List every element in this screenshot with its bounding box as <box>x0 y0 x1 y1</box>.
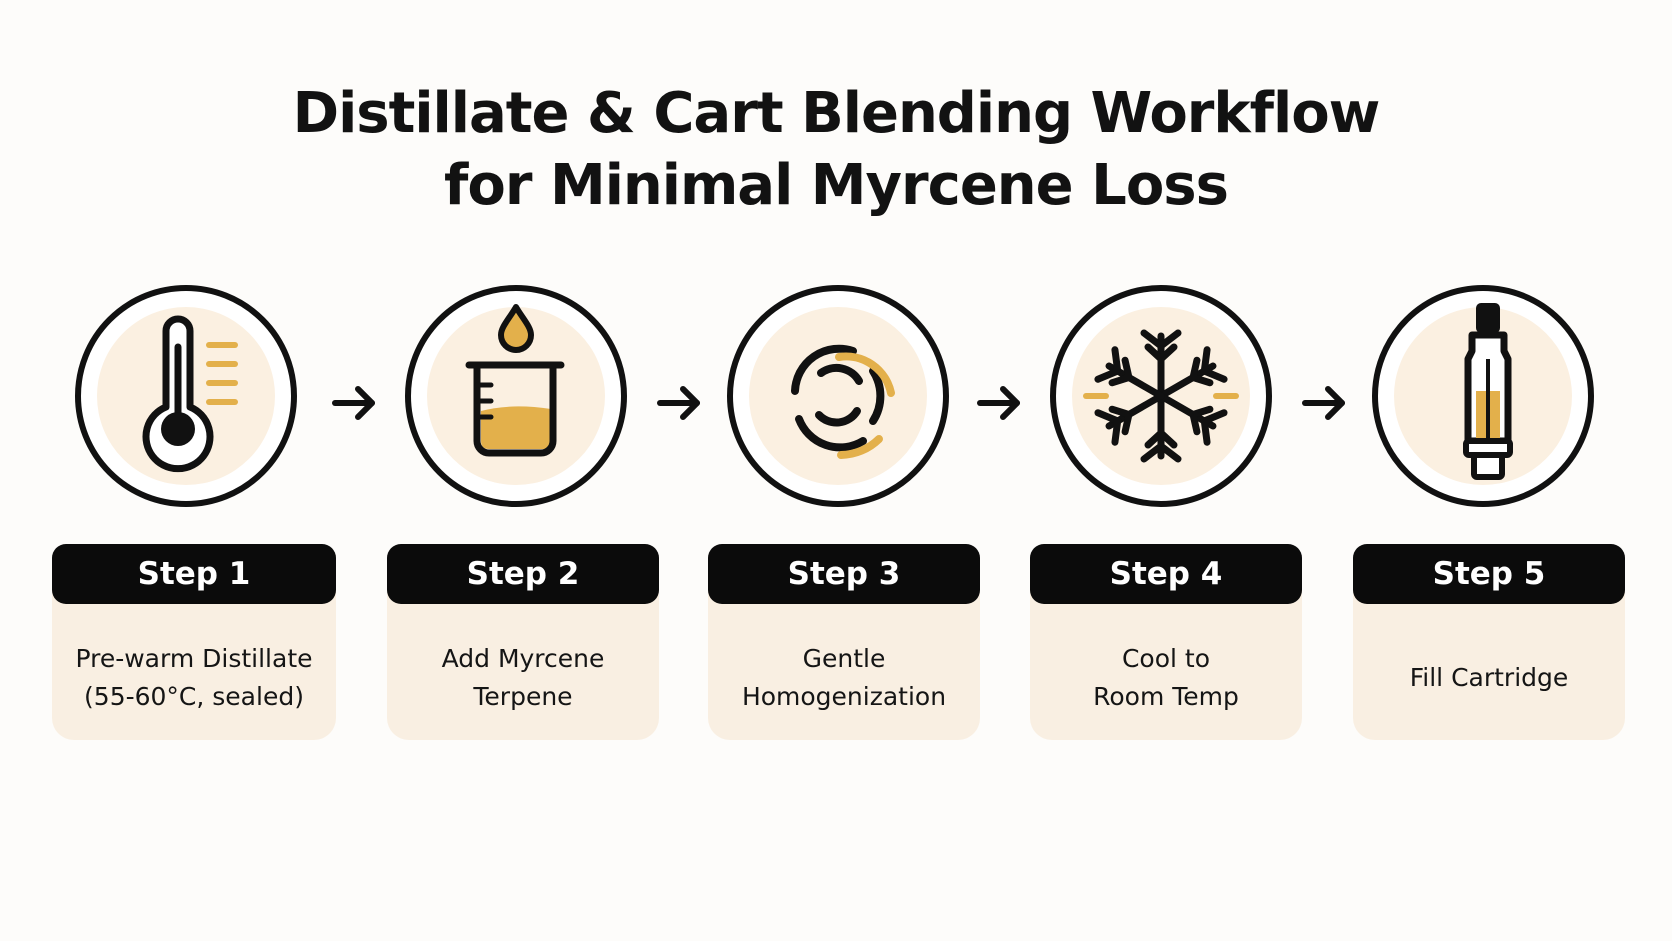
title-line-1: Distillate & Cart Blending Workflow <box>292 81 1381 146</box>
step-3-description: Gentle Homogenization <box>741 644 947 711</box>
step-4-label: Step 4 <box>1030 544 1302 604</box>
page-title: Distillate & Cart Blending Workflow for … <box>0 78 1672 222</box>
step-3-icon-circle <box>727 285 949 507</box>
arrow-right-icon <box>332 386 375 420</box>
step-4-icon-circle <box>1050 285 1272 507</box>
step-2-card: Add Myrcene Terpene <box>387 580 659 740</box>
step-1-card: Pre-warm Distillate (55-60°C, sealed) <box>52 580 336 740</box>
arrow-right-icon <box>1302 386 1345 420</box>
step-3-label: Step 3 <box>708 544 980 604</box>
step-4-card: Cool to Room Temp <box>1030 580 1302 740</box>
step-5-label: Step 5 <box>1353 544 1625 604</box>
step-1-icon-circle <box>75 285 297 507</box>
step-5-icon-circle <box>1372 285 1594 507</box>
cartridge-icon <box>1463 303 1513 480</box>
arrow-right-icon <box>977 386 1020 420</box>
step-4-description: Cool to Room Temp <box>1093 644 1239 711</box>
step-2-description: Add Myrcene Terpene <box>441 644 605 711</box>
thermometer-icon <box>142 315 238 473</box>
step-2-icon-circle <box>405 285 627 507</box>
beaker-drop-icon <box>465 304 565 457</box>
step-3-card: Gentle Homogenization <box>708 580 980 740</box>
arrow-right-icon <box>657 386 700 420</box>
title-line-2: for Minimal Myrcene Loss <box>444 153 1229 218</box>
step-5-description: Fill Cartridge <box>1409 663 1569 692</box>
step-1-label: Step 1 <box>52 544 336 604</box>
step-2-label: Step 2 <box>387 544 659 604</box>
swirl-mixing-icon <box>791 344 895 459</box>
snowflake-icon <box>1083 329 1239 463</box>
step-1-description: Pre-warm Distillate (55-60°C, sealed) <box>75 644 313 711</box>
step-5-card: Fill Cartridge <box>1353 580 1625 740</box>
